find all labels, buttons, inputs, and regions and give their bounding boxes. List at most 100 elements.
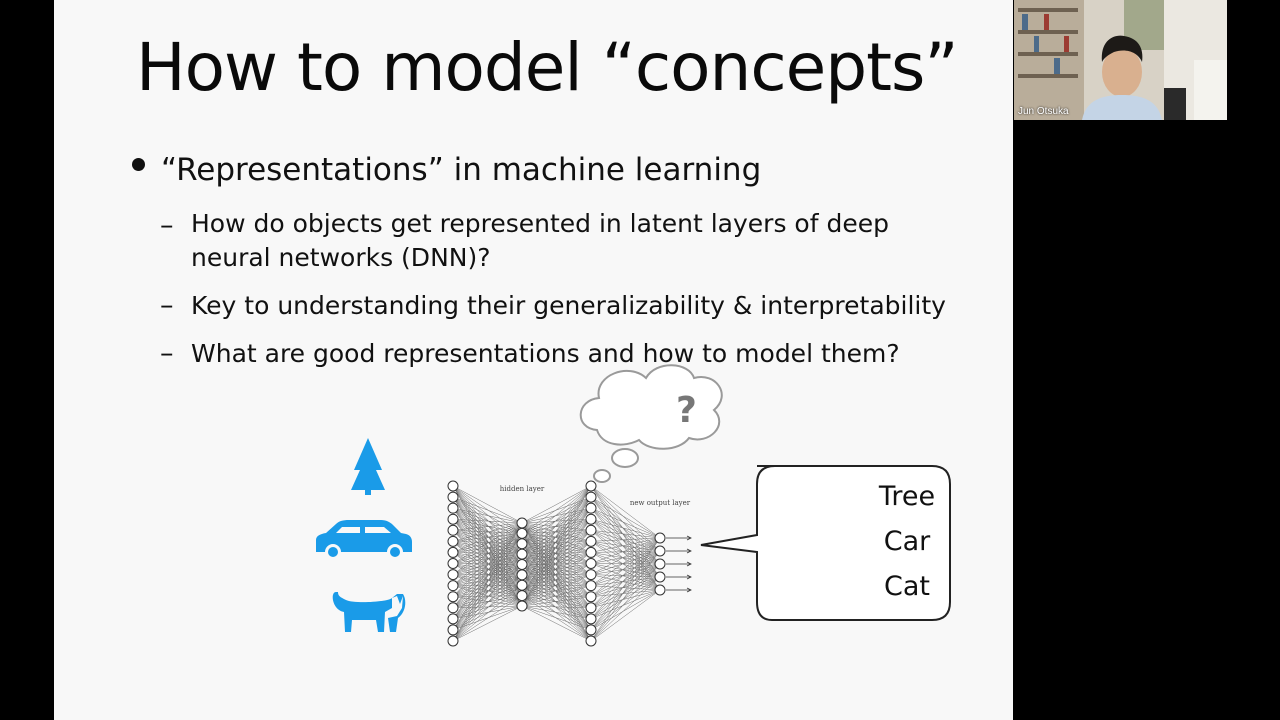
network-connection [452, 541, 523, 607]
network-connection [452, 595, 523, 631]
network-connection [590, 550, 661, 642]
network-connection [452, 522, 523, 575]
network-connection [452, 552, 523, 555]
network-connection [521, 533, 592, 620]
network-node [447, 491, 459, 503]
network-connection [452, 574, 523, 642]
network-connection [590, 485, 661, 539]
network-node [654, 571, 666, 583]
network-connection [521, 507, 592, 524]
network-connection [521, 553, 592, 597]
network-connection [590, 576, 661, 642]
output-label-tree: Tree [878, 481, 936, 512]
network-connection [452, 507, 523, 524]
network-node [447, 546, 459, 558]
network-connection [590, 550, 661, 586]
network-connection [521, 564, 592, 608]
network-connection [521, 541, 592, 607]
network-node [585, 491, 597, 503]
network-connection [521, 533, 592, 586]
network-connection [521, 522, 592, 597]
network-connection [452, 485, 523, 534]
network-connection [521, 519, 592, 607]
network-connection [521, 564, 592, 575]
network-connection [452, 595, 523, 620]
network-connection [521, 595, 592, 620]
network-node [447, 602, 459, 614]
network-node [585, 524, 597, 536]
network-connection [521, 518, 592, 544]
network-connection [452, 552, 523, 586]
network-connection [452, 496, 523, 555]
network-connection [521, 522, 592, 542]
network-connection [590, 589, 661, 597]
network-connection [452, 496, 523, 524]
network-connection [521, 605, 592, 609]
network-connection [521, 485, 592, 565]
network-connection [590, 563, 661, 642]
network-connection [521, 564, 592, 620]
network-connection [521, 564, 592, 586]
network-node [585, 546, 597, 558]
network-connection [521, 485, 592, 596]
network-connection [521, 563, 592, 596]
network-connection [590, 563, 661, 597]
network-connection [452, 585, 523, 607]
network-node [585, 580, 597, 592]
network-connection [590, 550, 661, 597]
network-connection [452, 552, 523, 565]
network-connection [452, 574, 523, 586]
network-connection [452, 585, 523, 620]
output-arrows [666, 535, 692, 593]
network-connection [521, 541, 592, 555]
network-connection [521, 574, 592, 586]
network-connection [452, 522, 523, 564]
network-connection [452, 519, 523, 565]
network-connection [521, 564, 592, 597]
network-nodes [447, 480, 666, 647]
network-connection [521, 553, 592, 586]
network-connection [521, 518, 592, 524]
network-connection [521, 585, 592, 596]
network-connection [452, 585, 523, 597]
network-connection [452, 518, 523, 555]
network-connection [452, 530, 523, 544]
network-node [447, 580, 459, 592]
network-connection [590, 518, 661, 539]
network-connection [521, 553, 592, 575]
network-connection [452, 552, 523, 607]
network-connection [590, 507, 661, 591]
network-connection [452, 507, 523, 576]
network-node [447, 624, 459, 636]
network-node [447, 569, 459, 581]
webcam-video-tile[interactable]: Jun Otsuka [1014, 0, 1227, 120]
network-connection [521, 485, 592, 544]
network-connection [452, 507, 523, 555]
network-connection [521, 530, 592, 555]
network-connection [452, 507, 523, 596]
network-connection [452, 530, 523, 586]
network-node [585, 502, 597, 514]
network-connection [521, 522, 592, 553]
network-connection [452, 541, 523, 565]
network-connection [452, 541, 523, 544]
network-connection [452, 595, 523, 597]
network-connection [452, 605, 523, 609]
bullet-main: “Representations” in machine learning [161, 152, 762, 188]
output-label-cat: Cat [884, 571, 930, 602]
network-connection [521, 485, 592, 524]
network-connection [452, 596, 523, 607]
bullet-dot [132, 158, 145, 171]
network-connection [452, 574, 523, 597]
network-connection [452, 574, 523, 596]
network-connection [590, 563, 661, 608]
network-connection [452, 574, 523, 620]
sub-bullet-2: Key to understanding their generalizabil… [191, 291, 946, 320]
thought-bubble [579, 364, 723, 483]
network-connection [590, 589, 661, 609]
network-connection [521, 543, 592, 597]
network-connection [521, 533, 592, 553]
network-connection [452, 519, 523, 586]
network-connection [521, 530, 592, 534]
network-connection [521, 605, 592, 620]
